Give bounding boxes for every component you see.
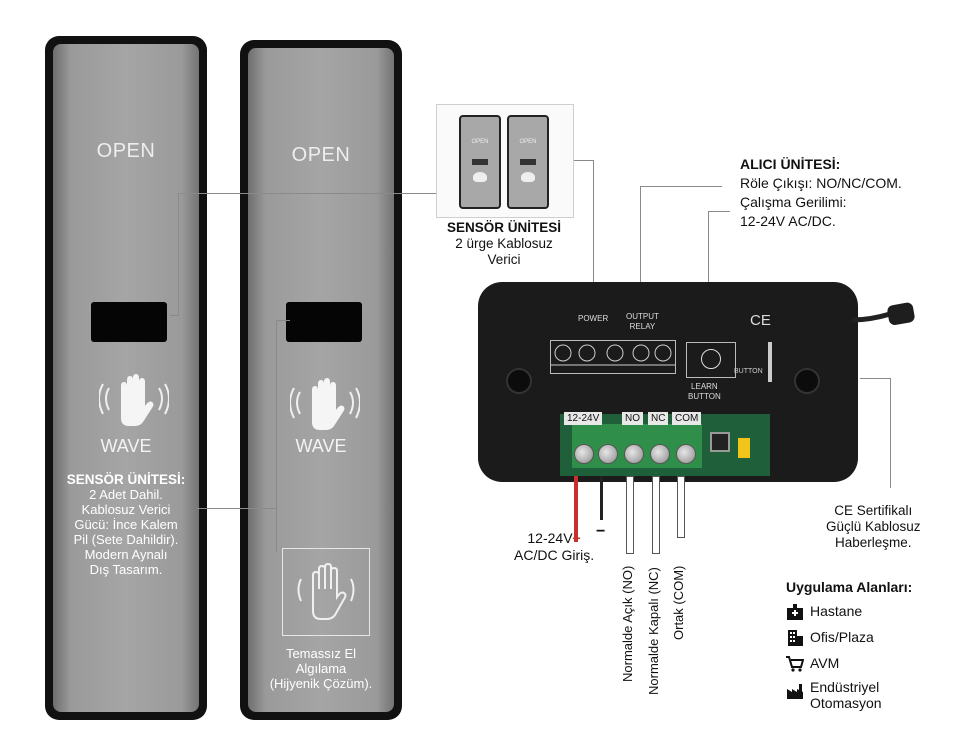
application-item: Ofis/Plaza [786, 627, 912, 647]
sensor-window [286, 302, 362, 342]
wave-label: WAVE [295, 436, 347, 456]
antenna-cable [851, 302, 915, 325]
wire-no [626, 476, 634, 554]
dip-switch-diagram [550, 340, 676, 374]
wave-label: WAVE [100, 436, 152, 456]
callout-line [890, 378, 891, 488]
sensor-unit-thumbnail: OPEN OPEN [436, 104, 574, 218]
ce-mark: CE [750, 312, 771, 329]
thumb-sensor: OPEN [459, 115, 501, 209]
learn-button[interactable] [701, 349, 721, 369]
applications-list: Uygulama Alanları: Hastane Ofis/Plaza AV… [786, 579, 913, 711]
terminal-screw [650, 444, 670, 464]
minus-sign: − [596, 523, 606, 540]
capacitor [738, 438, 750, 458]
callout-line [276, 320, 277, 552]
application-item: Hastane [786, 601, 912, 621]
office-building-icon [788, 630, 803, 647]
callout-line [593, 160, 594, 310]
wire-com [677, 476, 685, 538]
terminal-label-nc: NC [648, 412, 669, 425]
divider [768, 342, 772, 382]
terminal-label-no: NO [622, 412, 643, 425]
callout-line [640, 186, 641, 310]
terminal-label-power: 12-24V [564, 412, 603, 425]
sensor-face: OPEN WAVE SENSÖR ÜNİTESİ: 2 Adet Dahil. … [53, 44, 199, 712]
touchless-hand-icon [297, 562, 355, 620]
wave-hand-icon [290, 378, 360, 430]
sensor-note-left: SENSÖR ÜNİTESİ: 2 Adet Dahil. Kablosuz V… [66, 472, 186, 577]
callout-line [708, 211, 730, 212]
learn-button-frame [686, 342, 736, 378]
tact-switch[interactable] [710, 432, 730, 452]
thumb-sensor: OPEN [507, 115, 549, 209]
wire-red [574, 476, 578, 542]
terminal-screw [598, 444, 618, 464]
shopping-cart-icon [786, 656, 804, 672]
sensor-panel-right: OPEN WAVE Temassız El Algılama (Hijyenik… [240, 40, 402, 720]
wire-label-no: Normalde Açık (NO) [620, 565, 635, 682]
wire-label-nc: Normalde Kapalı (NC) [646, 567, 661, 695]
factory-icon [787, 684, 803, 699]
callout-line [196, 508, 276, 509]
callout-line [178, 193, 436, 194]
application-item: AVM [786, 653, 912, 673]
receiver-caption: ALICI ÜNİTESİ: Röle Çıkışı: NO/NC/COM. Ç… [740, 156, 902, 229]
wave-hand-icon [99, 374, 169, 426]
terminal-screw [624, 444, 644, 464]
touchless-hand-box [282, 548, 370, 636]
callout-line [640, 186, 722, 187]
terminal-label-com: COM [672, 412, 702, 425]
ce-caption: CE Sertifikalı Güçlü Kablosuz Haberleşme… [826, 503, 921, 550]
wire-black [600, 476, 603, 520]
open-label: OPEN [291, 144, 351, 166]
callout-line [860, 378, 890, 379]
callout-line [571, 160, 593, 161]
power-input-caption: 12-24V+ AC/DC Giriş. [514, 530, 595, 563]
mount-hole [506, 368, 532, 394]
callout-line [708, 211, 709, 347]
terminal-screw [574, 444, 594, 464]
power-label: POWER [578, 314, 609, 323]
sensor-face: OPEN WAVE Temassız El Algılama (Hijyenik… [248, 48, 394, 712]
callout-line [170, 315, 179, 316]
terminal-opening: 12-24V NO NC COM [560, 412, 770, 476]
sensor-window [91, 302, 167, 342]
callout-line [178, 193, 179, 315]
sensor-note-right: Temassız El Algılama (Hijyenik Çözüm). [269, 646, 373, 691]
hospital-icon [787, 604, 803, 621]
terminal-screw [676, 444, 696, 464]
wire-label-com: Ortak (COM) [671, 565, 686, 640]
sensor-unit-caption: SENSÖR ÜNİTESİ 2 ürge Kablosuz Verici [446, 220, 562, 267]
open-label: OPEN [96, 140, 156, 162]
callout-line [276, 320, 290, 321]
wire-nc [652, 476, 660, 554]
button-arrow-label: BUTTON [734, 368, 763, 375]
sensor-panel-left: OPEN WAVE SENSÖR ÜNİTESİ: 2 Adet Dahil. … [45, 36, 207, 720]
mount-hole [794, 368, 820, 394]
